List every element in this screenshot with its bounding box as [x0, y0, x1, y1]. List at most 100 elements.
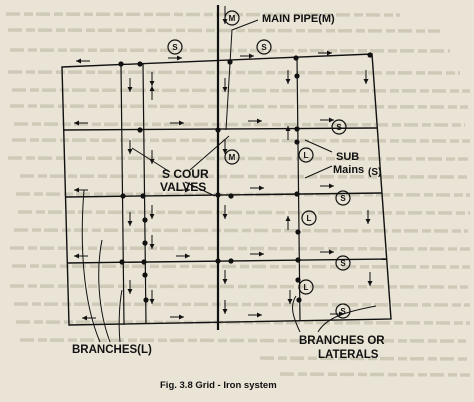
scour-valve-dot [228, 193, 234, 199]
figure-caption: Fig. 3.8 Grid - Iron system [160, 380, 277, 391]
flow-arrow [250, 251, 264, 257]
flow-arrow [320, 183, 334, 189]
flow-arrow [222, 300, 228, 314]
svg-text:L: L [304, 151, 309, 160]
marker-lateral-1: L [298, 147, 314, 163]
faded-text-line [19, 338, 467, 343]
flow-arrow [74, 253, 88, 259]
faded-text-line [11, 264, 471, 269]
svg-text:S: S [261, 43, 267, 52]
flow-arrow [127, 280, 133, 294]
leader-submain-1 [304, 139, 333, 153]
leader-scour-2 [184, 181, 216, 197]
faded-text-line [11, 88, 471, 93]
scour-valve-dot [295, 257, 301, 263]
scour-valve-dot [215, 192, 221, 198]
svg-text:S: S [340, 194, 346, 203]
faded-text-line [15, 320, 471, 325]
flow-arrow [82, 315, 96, 321]
svg-text:S: S [172, 43, 178, 52]
scour-valve-dot [140, 193, 146, 199]
faded-text-line [13, 302, 471, 307]
svg-text:S: S [340, 259, 346, 268]
scour-valve-dot [137, 61, 143, 67]
pipe-type-markers: M M S S S S S [167, 10, 351, 319]
faded-text-line [9, 104, 469, 109]
scour-valve-dot [367, 52, 373, 58]
svg-text:M: M [229, 14, 236, 23]
scour-valve-dot [294, 126, 300, 132]
flow-arrow [149, 72, 155, 86]
flow-arrow [285, 126, 291, 140]
flow-arrow [170, 314, 184, 320]
svg-text:S: S [336, 123, 342, 132]
flow-arrow [127, 140, 133, 154]
leader-main-pipe [225, 19, 259, 131]
scour-valve-dot [119, 259, 125, 265]
flow-arrow [168, 55, 182, 61]
flow-arrow [248, 312, 262, 318]
flow-arrow [76, 58, 90, 64]
flow-arrow [287, 290, 293, 304]
flow-arrow [222, 78, 228, 92]
flow-arrow [222, 140, 228, 154]
leader-scour-1 [131, 147, 171, 173]
scour-valve-dots [118, 52, 373, 303]
scour-valve-dot [142, 217, 148, 223]
svg-text:S: S [340, 307, 346, 316]
branch-line-3 [296, 56, 301, 322]
flow-arrow [367, 272, 373, 286]
faded-text-line [9, 48, 451, 53]
branches-or-laterals-label-line2: LATERALS [318, 349, 379, 361]
flow-arrow [74, 187, 88, 193]
svg-text:L: L [304, 283, 309, 292]
sub-mains-label-line3: (S) [368, 167, 381, 178]
flow-arrow [149, 290, 155, 304]
submain-line-3 [66, 258, 387, 264]
faded-text-line [9, 284, 469, 289]
flow-arrow [318, 50, 332, 56]
faded-text-line [15, 192, 471, 197]
scour-valve-dot [295, 229, 301, 235]
leader-branch-3 [118, 289, 123, 343]
flow-arrow [176, 187, 190, 193]
submain-line-1 [63, 127, 378, 131]
grid-boundary [61, 53, 392, 326]
scour-valve-dot [228, 258, 234, 264]
flow-arrow [127, 212, 133, 226]
faded-text-line [11, 138, 471, 143]
marker-main-top: M [224, 10, 240, 26]
marker-main-middle: M [224, 149, 240, 165]
flow-arrow [149, 86, 155, 100]
marker-lateral-3: L [298, 279, 314, 295]
scour-valve-dot [215, 258, 221, 264]
marker-submain-5: S [335, 255, 351, 271]
scour-valves-label-line1: S COUR [162, 167, 209, 181]
scour-valve-dot [293, 55, 299, 61]
scour-valve-dot [137, 127, 143, 133]
marker-submain-4: S [335, 190, 351, 206]
scour-valves-label-line2: VALVES [160, 180, 206, 194]
marker-submain-6: S [335, 303, 351, 319]
scour-valve-dot [294, 139, 300, 145]
marker-lateral-2: L [301, 210, 317, 226]
sub-mains-label-line1: SUB [336, 151, 359, 163]
leader-lines [81, 19, 377, 343]
scour-valve-dot [120, 193, 126, 199]
flow-arrow [248, 118, 262, 124]
leader-submain-2 [304, 165, 333, 179]
flow-arrow [365, 210, 371, 224]
flow-arrow [149, 205, 155, 219]
scour-valve-dot [295, 277, 301, 283]
scour-valve-dot [142, 272, 148, 278]
scour-valve-dot [141, 259, 147, 265]
flow-arrow [285, 216, 291, 230]
faded-text-line [7, 28, 441, 33]
flow-arrow [222, 205, 228, 219]
flow-arrow [320, 117, 334, 123]
flow-arrow [222, 270, 228, 284]
faded-text-line [13, 228, 469, 233]
branches-l-label: BRANCHES(L) [72, 344, 152, 356]
